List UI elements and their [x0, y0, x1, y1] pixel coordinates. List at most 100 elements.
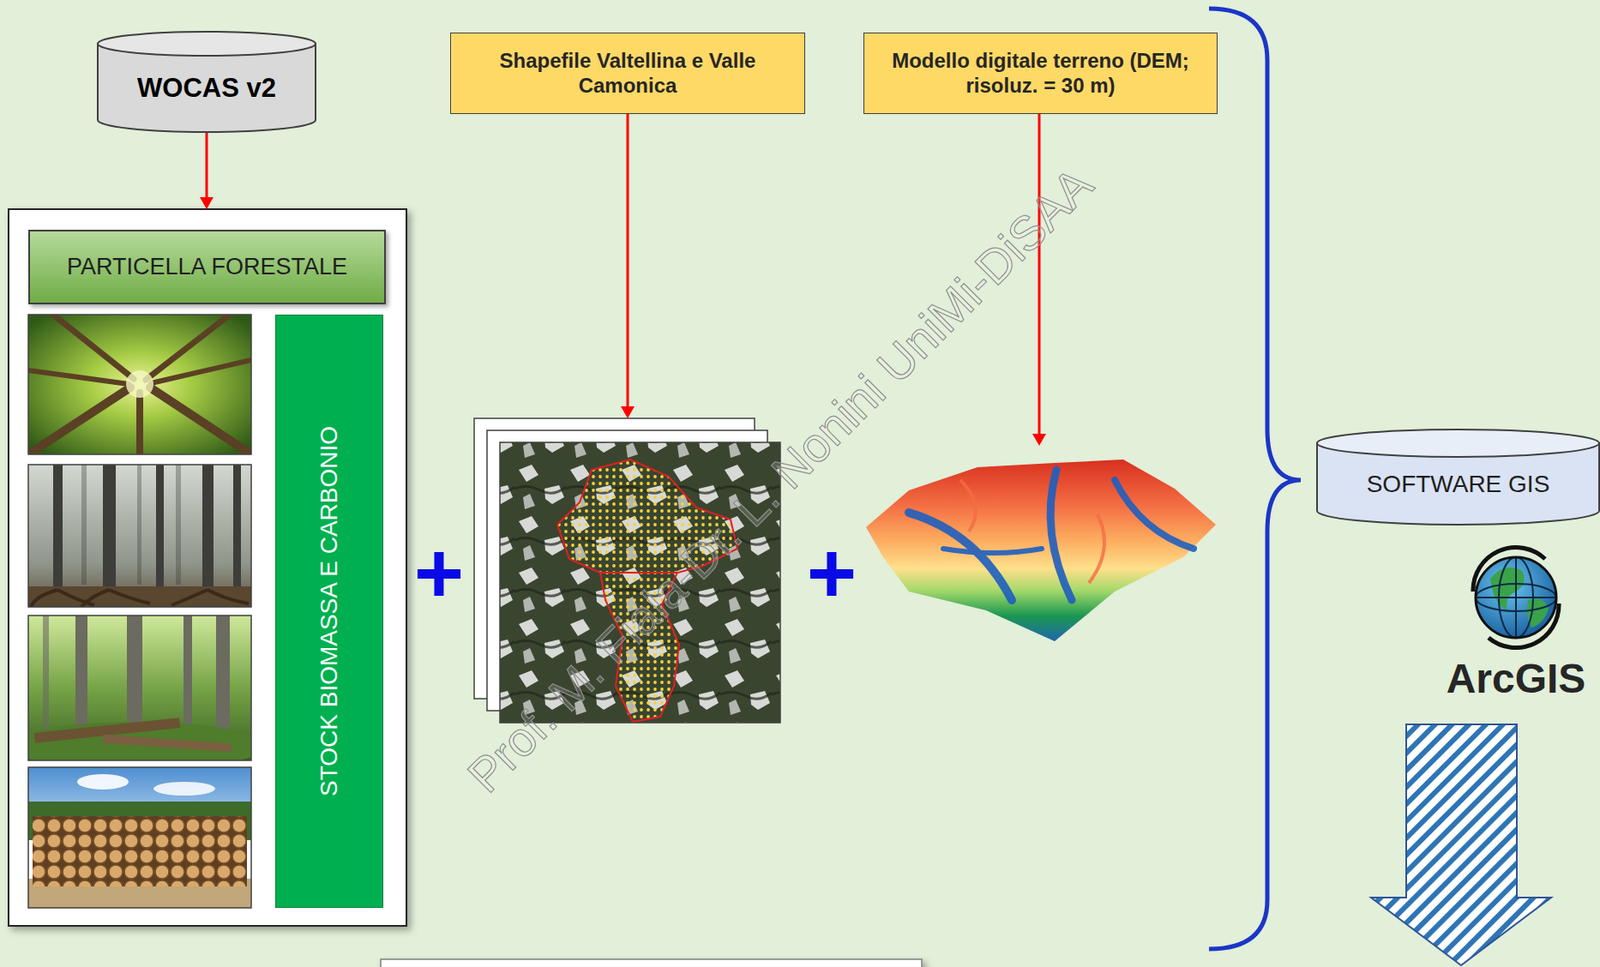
- art-detail: [30, 589, 58, 608]
- art-detail: [1038, 114, 1041, 436]
- art-detail: [1088, 514, 1105, 584]
- art-detail: [53, 314, 134, 379]
- art-detail: [156, 464, 164, 594]
- art-detail: [499, 442, 781, 723]
- art-detail: [1490, 567, 1525, 611]
- art-detail: [908, 512, 1012, 601]
- node-text: Shapefile Valtellina e Valle Camonica: [464, 48, 791, 99]
- art-detail: [81, 589, 109, 608]
- art-detail: [866, 459, 1216, 642]
- art-detail: [136, 392, 144, 455]
- software-cylinder: SOFTWARE GIS: [1316, 428, 1600, 526]
- cylinder-top: [97, 31, 316, 56]
- art-detail: [28, 314, 252, 455]
- art-detail: [153, 781, 216, 796]
- art-detail: [960, 480, 976, 532]
- art-detail: [1032, 433, 1047, 446]
- art-detail: [137, 464, 142, 585]
- art-detail: [202, 464, 214, 594]
- cylinder-top: [1317, 429, 1600, 458]
- art-detail: [28, 586, 252, 608]
- node-text: STOCK BIOMASSA E CARBONIO: [314, 426, 344, 797]
- art-detail: [1475, 557, 1557, 638]
- art-detail: [175, 464, 181, 585]
- art-detail: [620, 406, 635, 419]
- art-detail: [28, 464, 252, 608]
- art-detail: [53, 464, 241, 594]
- art-detail: [77, 774, 129, 790]
- curly-brace: [1209, 8, 1301, 950]
- art-detail: [126, 370, 154, 398]
- art-detail: [1473, 547, 1546, 592]
- art-detail: [53, 464, 63, 594]
- input-box: Shapefile Valtellina e Valle Camonica: [450, 32, 806, 115]
- photo-frame: [28, 314, 252, 455]
- forest-photo: [28, 615, 252, 761]
- photo-frame: [28, 464, 252, 608]
- node-content: WOCAS v2: [96, 30, 317, 133]
- art-detail: [150, 387, 252, 455]
- art-detail: [943, 548, 1042, 554]
- art-detail: [30, 589, 249, 608]
- art-detail: [28, 370, 129, 385]
- node-text: SOFTWARE GIS: [1324, 469, 1592, 500]
- art-detail: [28, 314, 252, 455]
- art-detail: [216, 615, 230, 745]
- art-detail: [960, 480, 1105, 584]
- art-detail: [42, 615, 49, 736]
- art-detail: [908, 469, 1194, 601]
- map-stack: [474, 418, 781, 723]
- art-detail: [81, 464, 87, 585]
- watermark: Prof. M. Fiala-Dr. L. Nonini UniMi-DiSAA: [459, 159, 1101, 801]
- node-text: PARTICELLA FORESTALE: [38, 252, 376, 281]
- art-detail: [1114, 480, 1194, 549]
- bottom-box: [380, 959, 922, 967]
- database-cylinder: WOCAS v2: [96, 30, 317, 133]
- art-detail: [499, 442, 781, 723]
- art-detail: [102, 464, 116, 594]
- canopy-photo: [28, 314, 252, 455]
- art-detail: [32, 816, 247, 887]
- vertical-band: STOCK BIOMASSA E CARBONIO: [275, 314, 384, 909]
- art-detail: [499, 442, 781, 723]
- down-arrow: [1371, 724, 1552, 966]
- art-detail: [1488, 603, 1559, 649]
- art-detail: [171, 589, 208, 606]
- art-detail: [57, 589, 95, 606]
- panel-frame: [8, 209, 407, 927]
- art-detail: [207, 589, 249, 604]
- foggy-forest-photo: [28, 464, 252, 608]
- photo-frame: [28, 615, 252, 761]
- plus-sign: +: [806, 529, 857, 616]
- art-detail: [108, 589, 151, 604]
- art-detail: [233, 464, 241, 594]
- node-content: Modello digitale terreno (DEM; risoluz. …: [864, 33, 1217, 114]
- terrain-model: [866, 459, 1216, 642]
- red-arrow: [199, 132, 214, 210]
- node-text: Modello digitale terreno (DEM; risoluz. …: [878, 48, 1204, 99]
- node-content: SOFTWARE GIS: [1316, 428, 1600, 526]
- plus-sign: +: [414, 529, 464, 616]
- node-text: WOCAS v2: [105, 72, 308, 104]
- art-detail: [28, 387, 131, 455]
- art-detail: [1475, 557, 1557, 638]
- art-detail: [150, 360, 252, 384]
- node-content: PARTICELLA FORESTALE: [30, 231, 385, 303]
- cylinder-body: [97, 43, 316, 133]
- art-detail: [1050, 469, 1072, 601]
- node-content: STOCK BIOMASSA E CARBONIO: [276, 315, 383, 908]
- art-detail: [499, 442, 781, 723]
- art-detail: [626, 114, 630, 409]
- logo-text: ArcGIS: [1446, 658, 1587, 700]
- red-arrow: [620, 114, 635, 419]
- arcgis-logo: [1473, 547, 1559, 649]
- art-detail: [1475, 596, 1557, 599]
- art-detail: [102, 734, 232, 752]
- art-detail: [199, 197, 214, 210]
- red-arrow: [1032, 114, 1047, 446]
- node-content: Shapefile Valtellina e Valle Camonica: [451, 33, 805, 114]
- header-box: PARTICELLA FORESTALE: [28, 229, 386, 305]
- art-detail: [205, 132, 209, 199]
